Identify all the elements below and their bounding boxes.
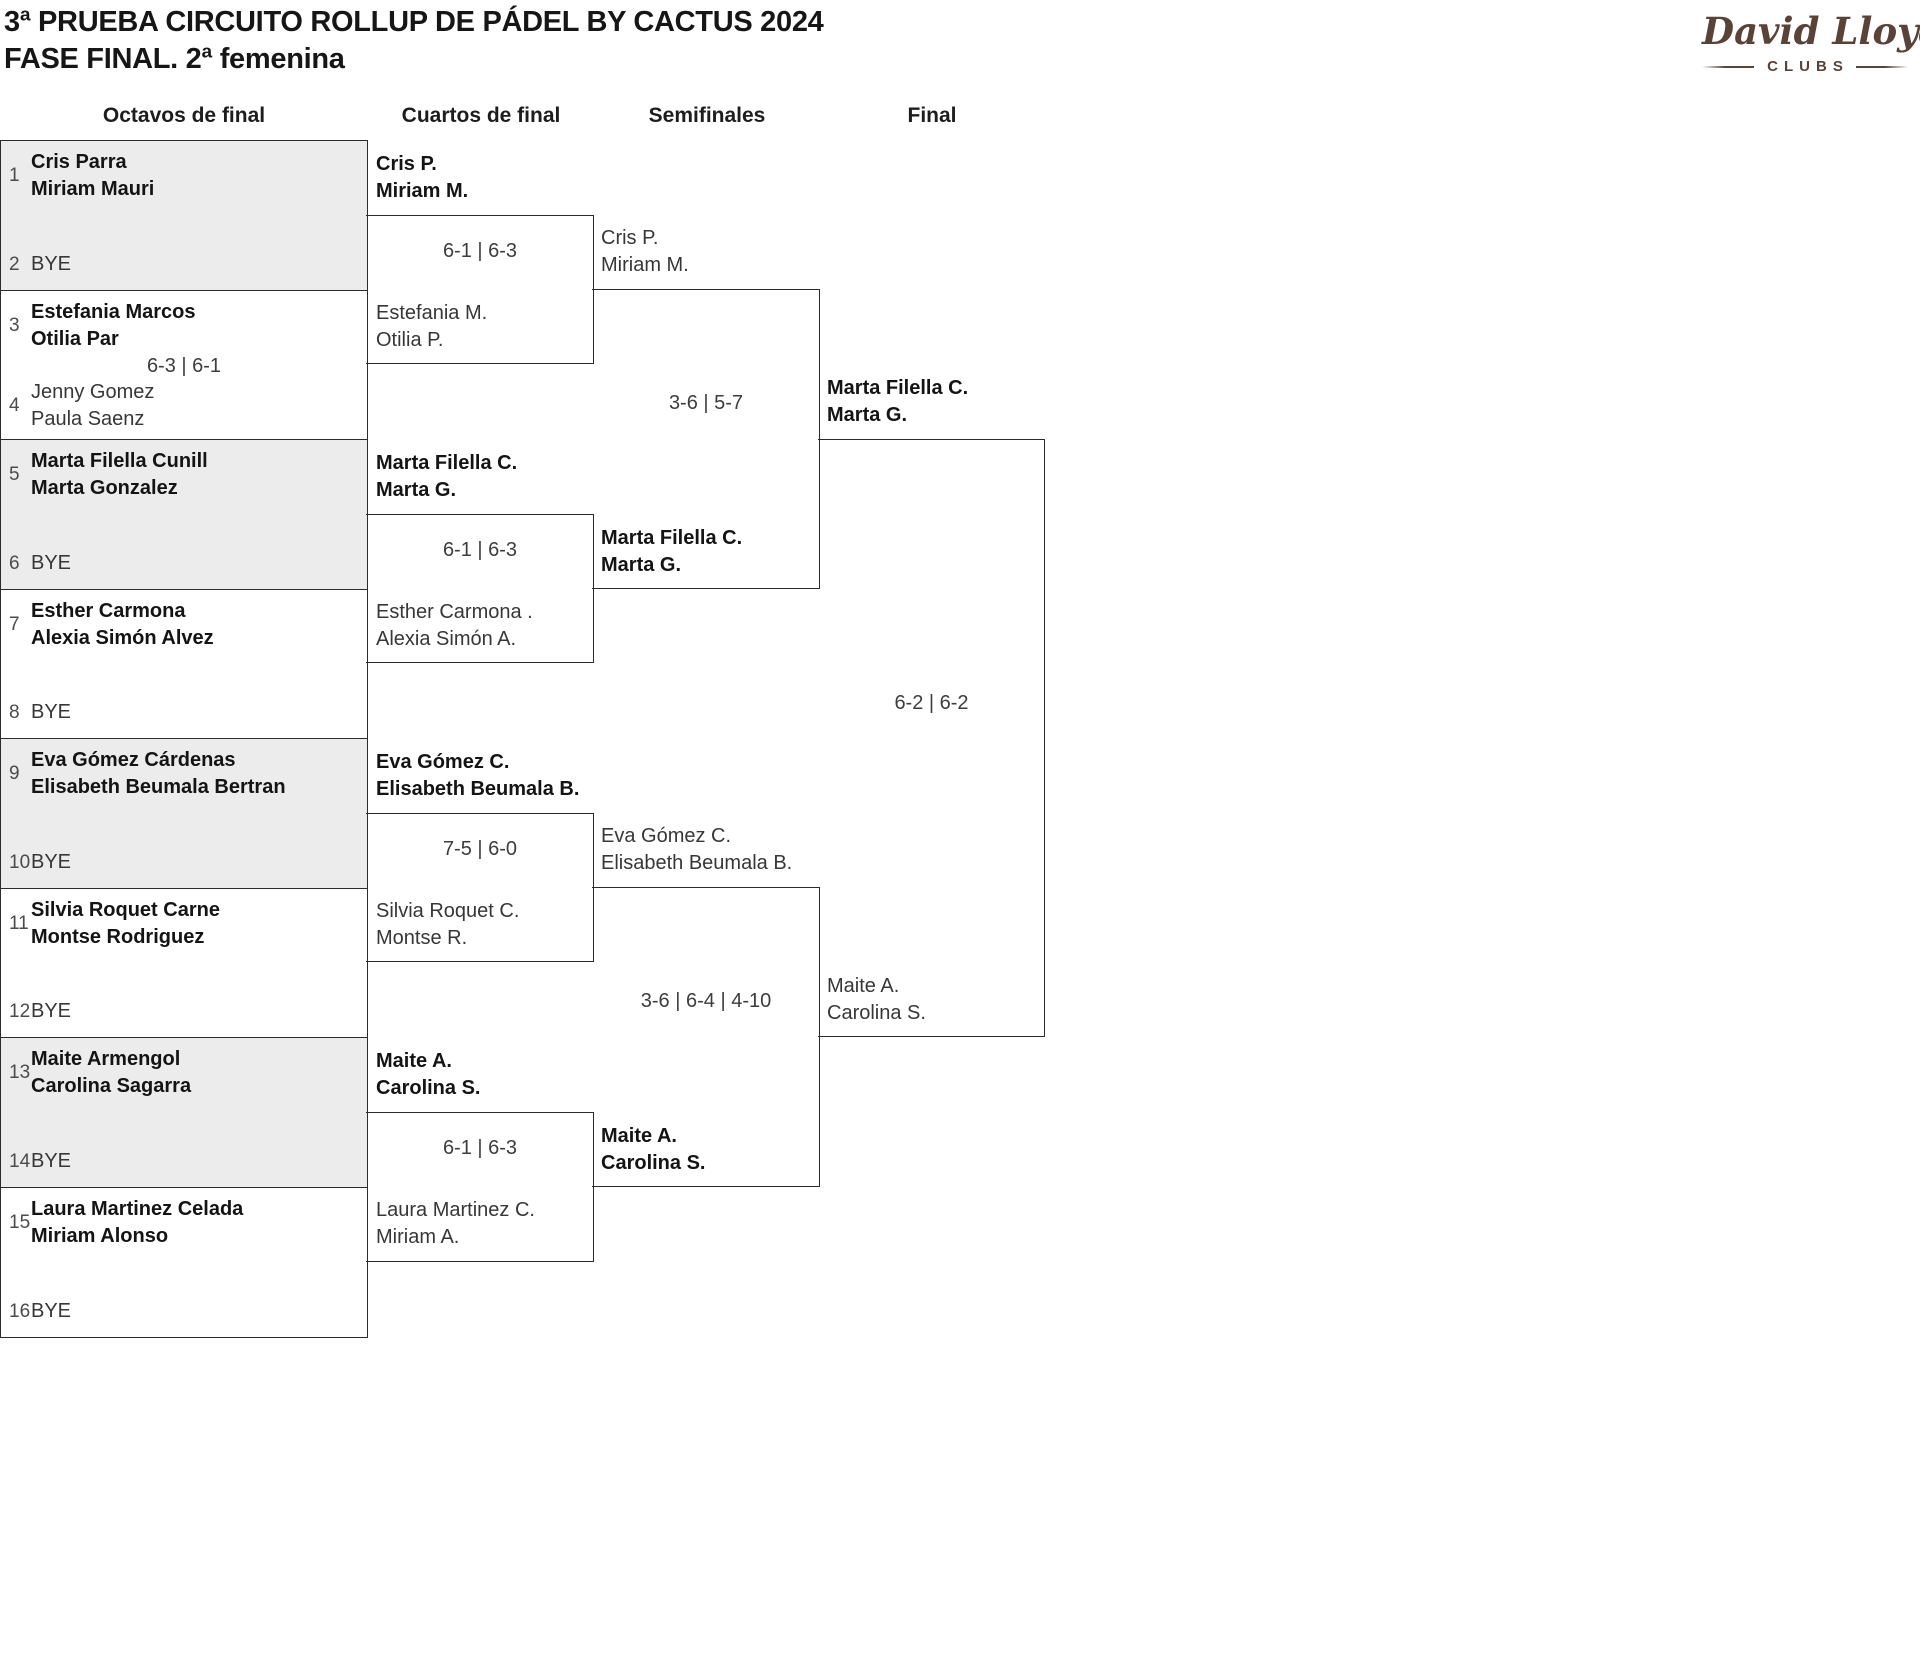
seed-number: 7 (9, 614, 20, 635)
team-names: BYE (31, 1300, 72, 1322)
team-names: BYE (31, 851, 72, 873)
sf2-team1-label: Eva Gómez C.Elisabeth Beumala B. (601, 825, 793, 874)
title-line-2: FASE FINAL. 2ª femenina (4, 43, 345, 75)
qf1-team1-label: Cris P.Miriam M. (376, 153, 469, 202)
sf1-team1-label: Cris P.Miriam M. (601, 227, 689, 276)
sf2-score: 3-6 | 6-4 | 4-10 (640, 990, 772, 1012)
team-entry: 2 BYE (9, 251, 359, 278)
logo-rule-right-icon (1855, 65, 1908, 68)
column-header-cuartos: Cuartos de final (401, 104, 561, 127)
team-entry: 12 BYE (9, 998, 359, 1025)
column-header-final: Final (907, 104, 957, 127)
qf-match-4-box (366, 1112, 594, 1262)
final-team2-label: Maite A.Carolina S. (827, 975, 926, 1024)
seed-number: 15 (9, 1212, 31, 1233)
seed-number: 3 (9, 315, 20, 336)
logo-brand-text: David Lloyd (1702, 9, 1920, 53)
team-entry: 16 BYE (9, 1298, 359, 1325)
sf-match-2-box (592, 887, 820, 1187)
seed-number: 6 (9, 552, 20, 574)
seed-number: 1 (9, 165, 20, 186)
david-lloyd-logo: David Lloyd CLUBS (1702, 6, 1920, 75)
final-match-box (818, 439, 1045, 1037)
team-names: BYE (31, 552, 72, 574)
title-line-1: 3ª PRUEBA CIRCUITO ROLLUP DE PÁDEL BY CA… (4, 6, 824, 38)
qf2-score: 6-1 | 6-3 (442, 539, 518, 561)
seed-number: 14 (9, 1150, 31, 1172)
qf4-team1-label: Maite A.Carolina S. (376, 1050, 481, 1099)
seed-number: 11 (9, 913, 29, 934)
seed-number: 8 (9, 701, 20, 723)
logo-clubs-text: CLUBS (1767, 58, 1849, 75)
sf1-team2-label: Marta Filella C.Marta G. (601, 527, 743, 576)
team-names: BYE (31, 701, 72, 723)
seed-number: 5 (9, 464, 20, 485)
team-entry: 6 BYE (9, 550, 359, 577)
team-names: BYE (31, 1150, 72, 1172)
qf1-team2-label: Estefania M.Otilia P. (376, 302, 488, 351)
qf3-team1-label: Eva Gómez C.Elisabeth Beumala B. (376, 751, 580, 800)
team-names: BYE (31, 1000, 72, 1022)
qf2-team2-label: Esther Carmona .Alexia Simón A. (376, 601, 533, 650)
seed-number: 9 (9, 763, 20, 784)
final-team1-label: Marta Filella C.Marta G. (827, 377, 969, 426)
logo-clubs-row: CLUBS (1702, 58, 1908, 75)
page-title: 3ª PRUEBA CIRCUITO ROLLUP DE PÁDEL BY CA… (4, 4, 824, 78)
seed-number: 10 (9, 851, 31, 873)
column-header-semifinales: Semifinales (648, 104, 766, 127)
seed-number: 4 (9, 395, 20, 416)
seed-number: 13 (9, 1062, 31, 1083)
team-entry: 8 BYE (9, 699, 359, 726)
team-entry: 14 BYE (9, 1148, 359, 1175)
column-header-octavos: Octavos de final (102, 104, 266, 127)
qf3-score: 7-5 | 6-0 (442, 838, 518, 860)
team-entry: 10 BYE (9, 849, 359, 876)
qf1-score: 6-1 | 6-3 (442, 240, 518, 262)
qf3-team2-label: Silvia Roquet C.Montse R. (376, 900, 520, 949)
sf1-score: 3-6 | 5-7 (668, 392, 744, 414)
logo-rule-left-icon (1702, 65, 1755, 68)
team-names: BYE (31, 253, 72, 275)
qf4-team2-label: Laura Martinez C.Miriam A. (376, 1199, 535, 1248)
final-score: 6-2 | 6-2 (894, 692, 969, 714)
seed-number: 12 (9, 1000, 31, 1022)
qf2-team1-label: Marta Filella C.Marta G. (376, 452, 518, 501)
sf2-team2-label: Maite A.Carolina S. (601, 1125, 706, 1174)
qf4-score: 6-1 | 6-3 (442, 1137, 518, 1159)
match-score: 6-3 | 6-1 (146, 355, 222, 377)
seed-number: 16 (9, 1300, 31, 1322)
seed-number: 2 (9, 253, 20, 275)
